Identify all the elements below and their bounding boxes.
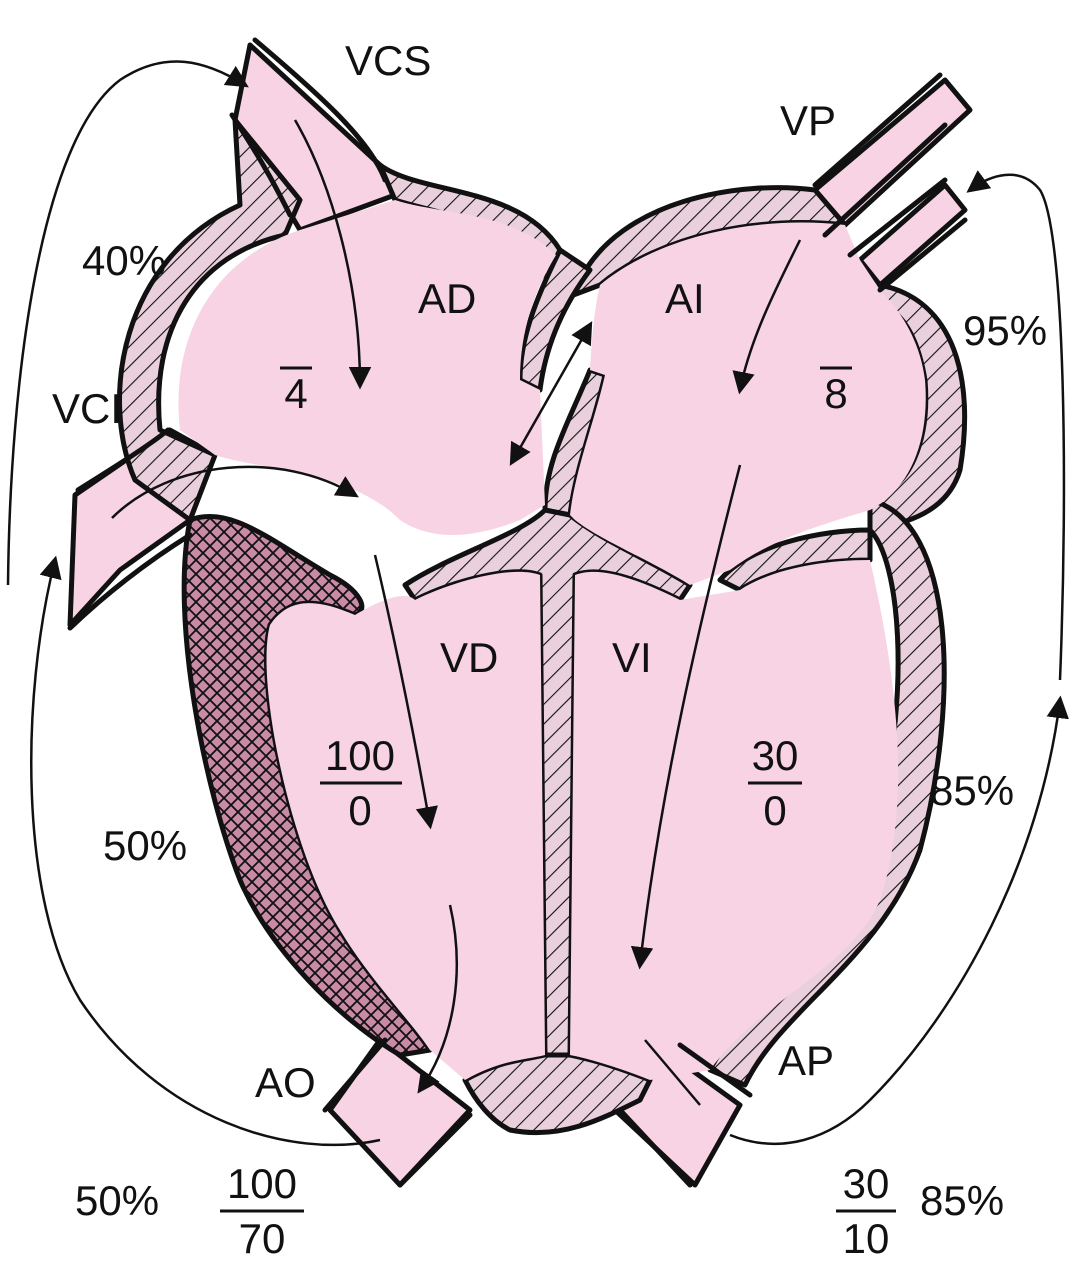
rv-to-ao-arrow [417, 904, 458, 1094]
ao-edge-left [322, 1037, 388, 1113]
la-to-lv-arrow [630, 464, 742, 970]
pressure-ai: 8 [820, 366, 852, 417]
vcs-edge-right [252, 37, 388, 183]
pressure-vd-bottom: 0 [348, 787, 371, 834]
pressure-ao: 100 70 [220, 1160, 304, 1262]
great-vessel-root [462, 1052, 653, 1136]
vp-edge-b [822, 122, 948, 238]
label-ai: AI [665, 275, 705, 322]
pressure-vd: 100 0 [320, 732, 402, 834]
ap-edge-right [677, 1042, 753, 1098]
pressure-ap: 30 10 [836, 1160, 896, 1262]
pressure-vd-top: 100 [325, 732, 395, 779]
pressure-vi-top: 30 [752, 732, 799, 779]
pulmonary-return-arrow [966, 170, 1066, 681]
saturation-vci: 50% [103, 822, 187, 869]
label-ap: AP [778, 1037, 834, 1084]
pressure-vi: 30 0 [748, 732, 802, 834]
saturation-vcs: 40% [82, 237, 166, 284]
pulmonary-outflow-arrow [729, 695, 1069, 1146]
pressure-ap-bottom: 10 [843, 1215, 890, 1262]
pressure-ad: 4 [280, 366, 312, 417]
saturation-ap: 85% [920, 1177, 1004, 1224]
pressure-ao-top: 100 [227, 1160, 297, 1207]
vp-edge-c [847, 177, 948, 258]
systemic-return-arrow-vci [30, 555, 381, 1147]
saturation-ao: 50% [75, 1177, 159, 1224]
saturation-vi: 85% [930, 767, 1014, 814]
lv-to-ap-line [644, 1039, 701, 1106]
label-vd: VD [440, 634, 498, 681]
vp-edge-d [877, 217, 968, 293]
ao-edge-right [397, 1112, 473, 1188]
pressure-ad-bottom: 4 [284, 370, 307, 417]
ap-edge-left [617, 1107, 693, 1188]
vcs-edge-left [229, 112, 293, 218]
vci-to-ra-arrow [111, 465, 359, 519]
pressure-ap-top: 30 [843, 1160, 890, 1207]
vci-edge-top [75, 427, 171, 493]
label-vci: VCI [52, 385, 122, 432]
vp-edge-a [812, 72, 943, 188]
label-ao: AO [255, 1059, 316, 1106]
ra-to-rv-arrow [373, 554, 438, 830]
vcs-to-ra-arrow [293, 119, 372, 390]
pressure-ai-bottom: 8 [824, 370, 847, 417]
saturation-vp: 95% [963, 307, 1047, 354]
pressure-ao-bottom: 70 [239, 1215, 286, 1262]
label-vcs: VCS [345, 37, 431, 84]
right-ventricle-cavity [266, 571, 545, 1080]
label-vi: VI [612, 634, 652, 681]
vp-to-la-arrow [732, 239, 802, 395]
left-atrium-cavity [570, 222, 926, 585]
label-vp: VP [780, 97, 836, 144]
pressure-vi-bottom: 0 [763, 787, 786, 834]
systemic-return-arrow-vcs [6, 60, 249, 586]
shunt-arrow [509, 321, 593, 466]
vci-edge-bottom [67, 532, 193, 631]
label-ad: AD [418, 275, 476, 322]
